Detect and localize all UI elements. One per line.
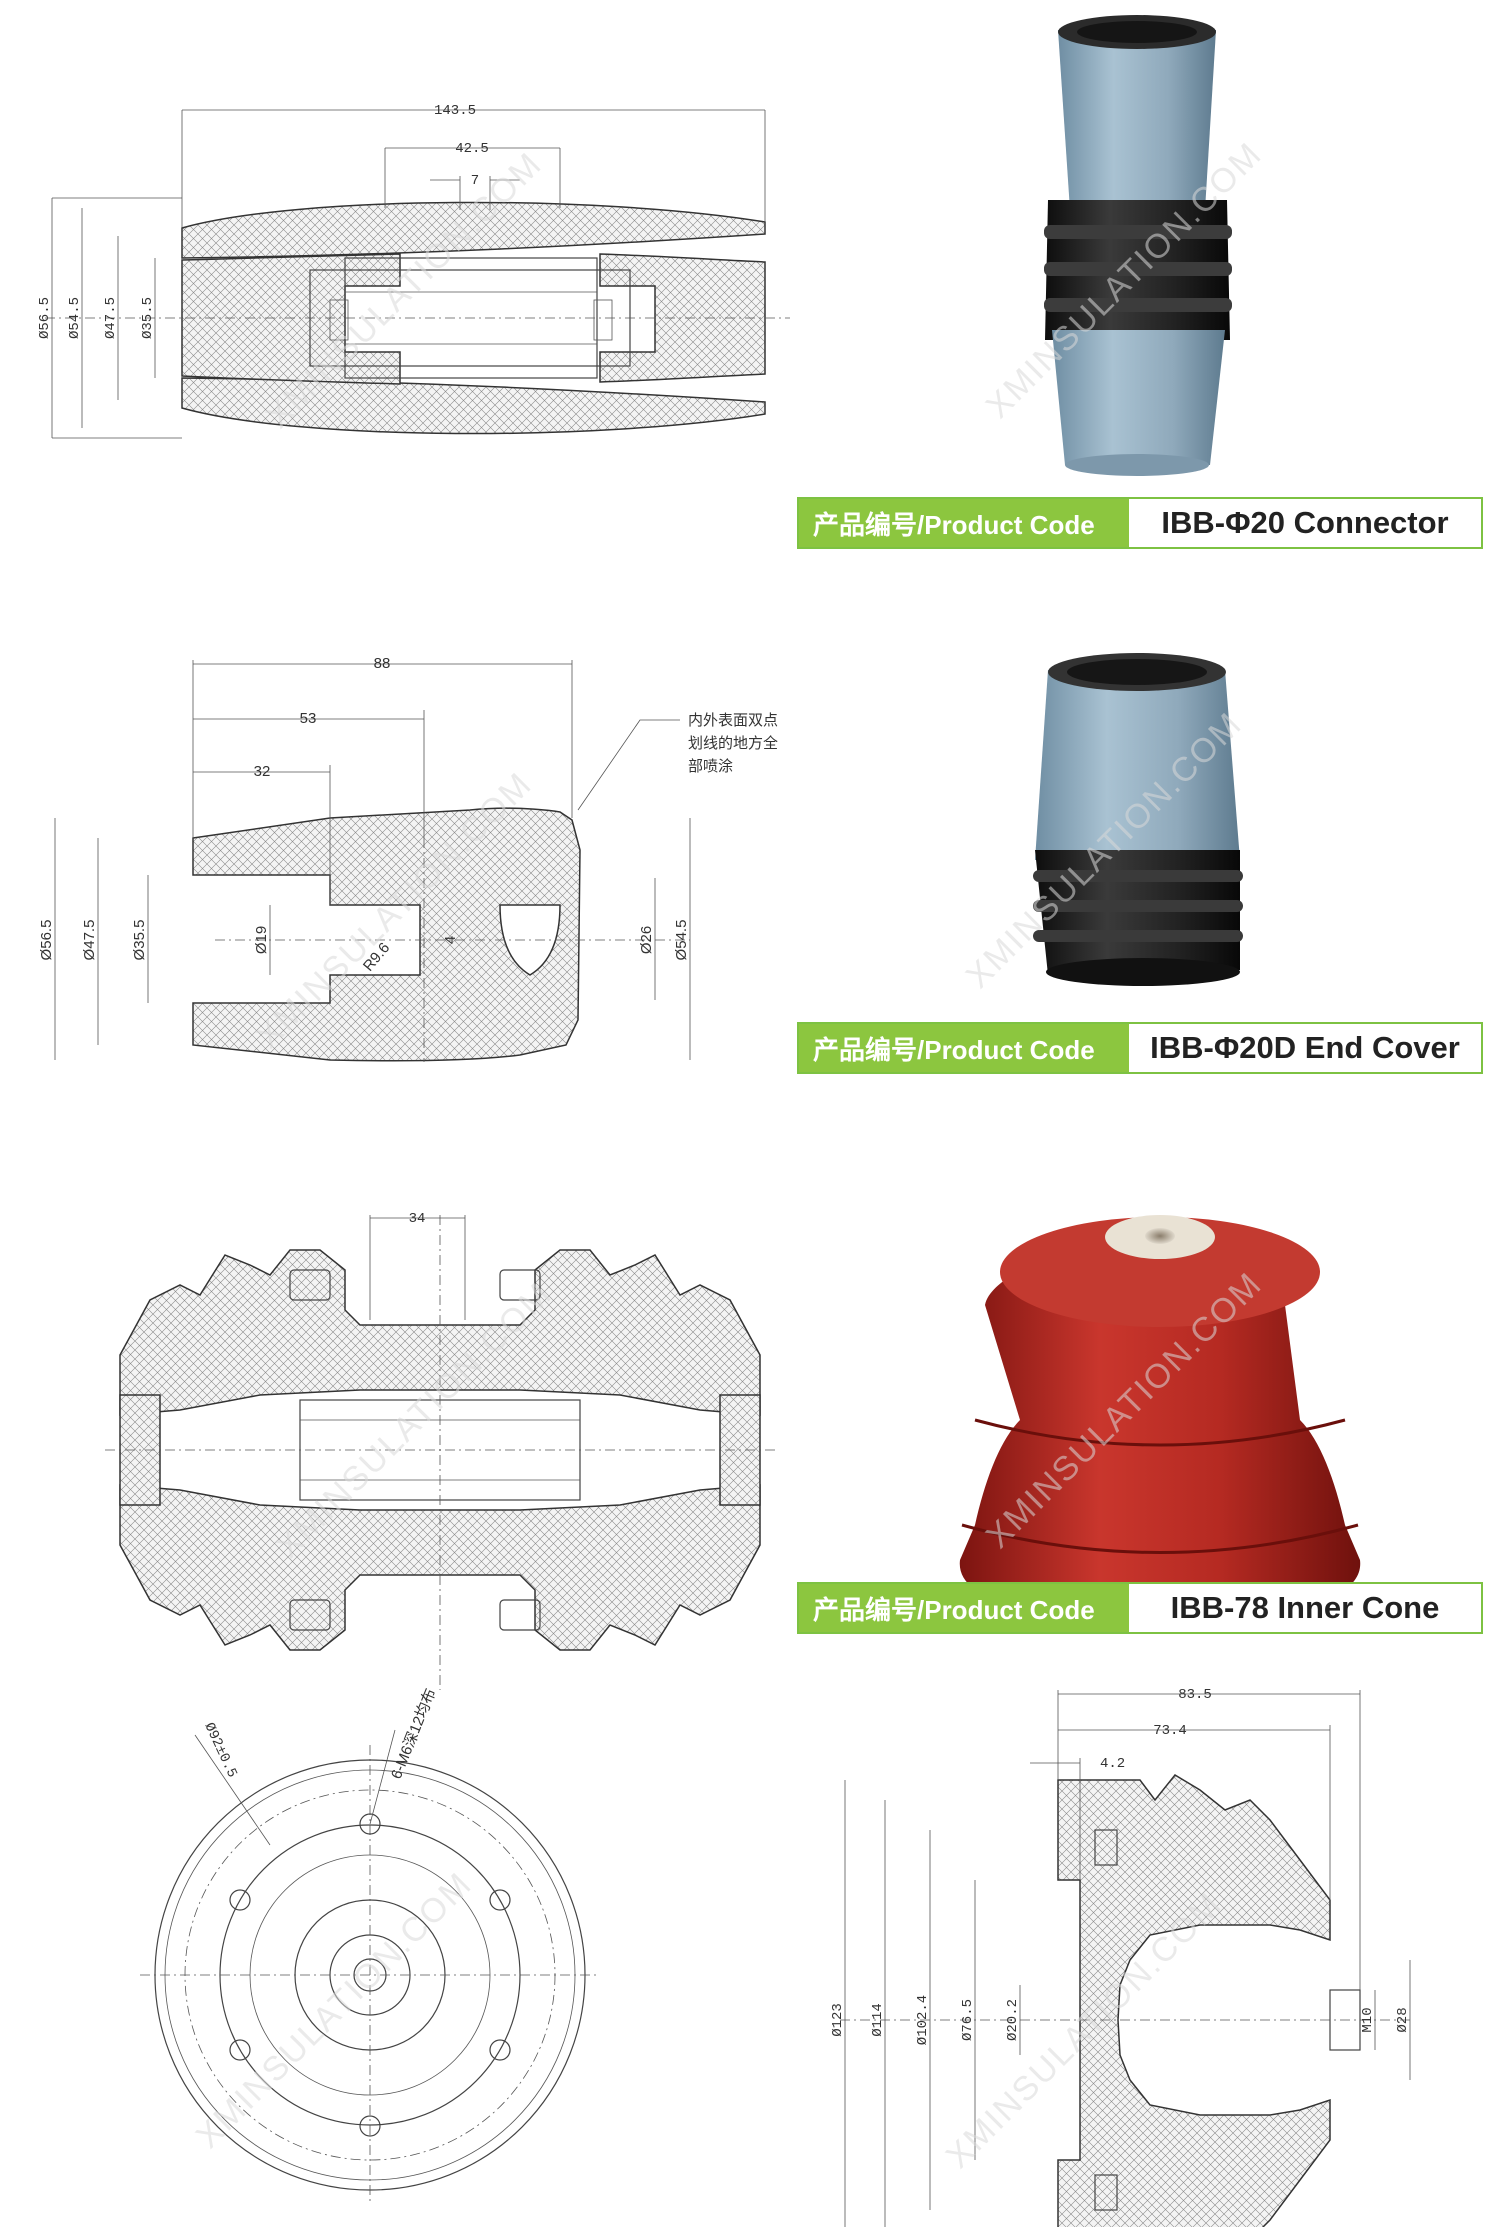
dim-53: 53 bbox=[300, 710, 317, 727]
dim-length: 143.5 bbox=[434, 103, 476, 119]
dim-32: 32 bbox=[254, 763, 271, 780]
dim-od2: Ø54.5 bbox=[67, 297, 83, 339]
dim-545: Ø54.5 bbox=[673, 920, 690, 961]
dim-123: Ø123 bbox=[830, 2003, 846, 2037]
connector-photo bbox=[1044, 15, 1232, 476]
product-name: IBB-Φ20D End Cover bbox=[1150, 1030, 1460, 1065]
product-code-prefix: 产品编号/Product Code bbox=[799, 499, 1129, 547]
inner-cone-photo bbox=[959, 1215, 1361, 1620]
dim-length: 88 bbox=[374, 655, 391, 672]
inner-cone-code-label: 产品编号/Product Code IBB-78 Inner Cone bbox=[797, 1582, 1483, 1634]
dim-center: 42.5 bbox=[455, 141, 489, 157]
connector-code-label: 产品编号/Product Code IBB-Φ20 Connector bbox=[797, 497, 1483, 549]
dim-34: 34 bbox=[409, 1211, 426, 1227]
dim-id1: Ø35.5 bbox=[131, 920, 148, 961]
dim-id1: Ø47.5 bbox=[103, 297, 119, 339]
dim-od2: Ø47.5 bbox=[81, 920, 98, 961]
dim-202: Ø20.2 bbox=[1005, 1999, 1021, 2041]
product-name: IBB-78 Inner Cone bbox=[1170, 1590, 1440, 1625]
dim-holes: 6-M6深12均布 bbox=[388, 1686, 440, 1781]
dim-4: 4 bbox=[442, 936, 459, 944]
product-code-prefix: 产品编号/Product Code bbox=[799, 1584, 1129, 1632]
dim-od1: Ø56.5 bbox=[38, 920, 55, 961]
note-line-1: 内外表面双点 bbox=[688, 712, 778, 729]
dim-id2: Ø19 bbox=[253, 926, 270, 954]
inner-cone-half-section: 83.5 73.4 4.2 Ø123 Ø114 Ø102.4 Ø76.5 Ø20… bbox=[830, 1687, 1411, 2227]
dim-1024: Ø102.4 bbox=[915, 1995, 931, 2045]
note-line-2: 划线的地方全 bbox=[688, 734, 778, 752]
dim-gap: 7 bbox=[471, 173, 479, 189]
dim-m10: M10 bbox=[1360, 2007, 1376, 2032]
connector-drawing: 143.5 42.5 7 Ø56.5 Ø54.5 Ø47.5 Ø35.5 bbox=[37, 103, 790, 439]
dim-765: Ø76.5 bbox=[960, 1999, 976, 2041]
end-cover-photo bbox=[1033, 653, 1243, 986]
dim-114: Ø114 bbox=[870, 2003, 886, 2037]
dim-id2: Ø35.5 bbox=[140, 297, 156, 339]
dim-od1: Ø56.5 bbox=[37, 297, 53, 339]
product-code-prefix: 产品编号/Product Code bbox=[799, 1024, 1129, 1072]
dim-28: Ø28 bbox=[1395, 2007, 1411, 2032]
product-name: IBB-Φ20 Connector bbox=[1161, 505, 1449, 540]
end-cover-drawing: 88 53 32 Ø56.5 Ø47.5 Ø35.5 Ø19 R9.6 4 Ø2… bbox=[38, 655, 778, 1062]
dim-734: 73.4 bbox=[1153, 1723, 1187, 1739]
inner-cone-section: 34 bbox=[105, 1211, 775, 1690]
note-line-3: 部喷涂 bbox=[688, 758, 733, 775]
dim-42: 4.2 bbox=[1100, 1756, 1125, 1772]
dim-835: 83.5 bbox=[1178, 1687, 1212, 1703]
dim-26: Ø26 bbox=[638, 926, 655, 954]
end-cover-code-label: 产品编号/Product Code IBB-Φ20D End Cover bbox=[797, 1022, 1483, 1074]
